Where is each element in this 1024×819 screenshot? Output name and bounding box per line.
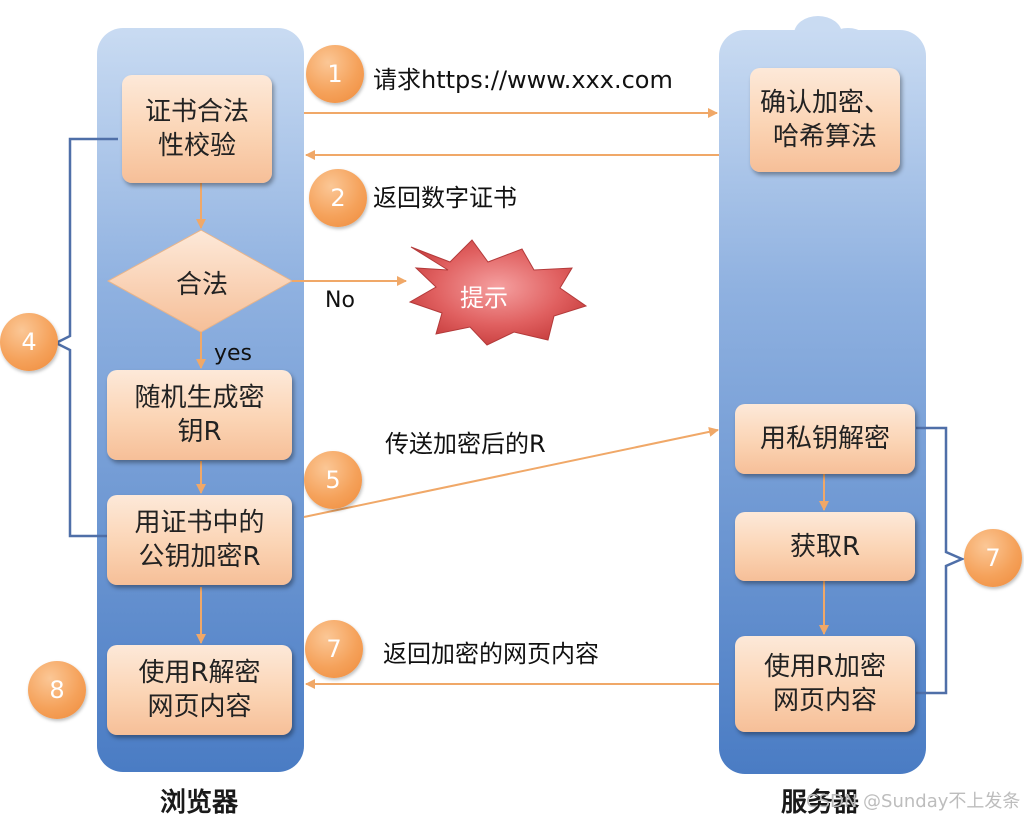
step-8-badge: 8 [28, 661, 86, 719]
encrypt-key-line1: 用证书中的 [134, 508, 265, 538]
server-lane-label: 服务器 [781, 788, 860, 818]
encrypt-page-line2: 网页内容 [772, 686, 877, 716]
confirm-algo-line2: 哈希算法 [772, 122, 877, 152]
get-r-text: 获取R [789, 531, 861, 562]
step-5-message: 传送加密后的R [385, 430, 546, 458]
encrypt-page-line1: 使用R加密 [763, 652, 887, 682]
step-1-badge: 1 [306, 45, 364, 103]
watermark-text: CSDN @Sunday不上发条 [806, 791, 1021, 812]
decrypt-page-line2: 网页内容 [147, 692, 252, 722]
decrypt-key-box: 用私钥解密 [735, 404, 915, 474]
encrypt-page-box: 使用R加密 网页内容 [735, 636, 915, 732]
step-2-message: 返回数字证书 [373, 184, 517, 212]
step-7-right-badge: 7 [964, 529, 1022, 587]
no-label: No [325, 288, 355, 313]
browser-lane-label: 浏览器 [160, 788, 239, 818]
confirm-algo-box: 确认加密、 哈希算法 [750, 68, 900, 172]
gen-key-line1: 随机生成密 [134, 383, 265, 413]
decrypt-page-line1: 使用R解密 [138, 658, 261, 688]
encrypt-key-line2: 公钥加密R [138, 542, 261, 572]
gen-key-box: 随机生成密 钥R [107, 370, 292, 460]
step-2-badge: 2 [309, 169, 367, 227]
step-7-message: 返回加密的网页内容 [383, 640, 599, 668]
step-1-message: 请求https://www.xxx.com [373, 66, 673, 94]
yes-label: yes [214, 341, 253, 366]
gen-key-line2: 钥R [177, 417, 222, 447]
step-4-badge: 4 [0, 313, 58, 371]
send-r-arrow [303, 426, 719, 518]
decrypt-key-text: 用私钥解密 [759, 424, 890, 454]
right-bracket [916, 426, 966, 695]
decrypt-page-box: 使用R解密 网页内容 [107, 645, 292, 735]
verify-cert-line1: 证书合法 [144, 97, 249, 127]
encrypt-key-box: 用证书中的 公钥加密R [107, 495, 292, 585]
server-lane [719, 16, 926, 774]
step-5-badge: 5 [304, 451, 362, 509]
get-r-box: 获取R [735, 512, 915, 581]
confirm-algo-line1: 确认加密、 [759, 88, 890, 118]
alert-label: 提示 [460, 284, 508, 312]
decision-label: 合法 [175, 270, 228, 300]
alert-starburst [408, 239, 588, 346]
verify-cert-line2: 性校验 [157, 131, 236, 161]
verify-cert-box: 证书合法 性校验 [122, 75, 272, 183]
step-7-bottom-badge: 7 [305, 620, 363, 678]
